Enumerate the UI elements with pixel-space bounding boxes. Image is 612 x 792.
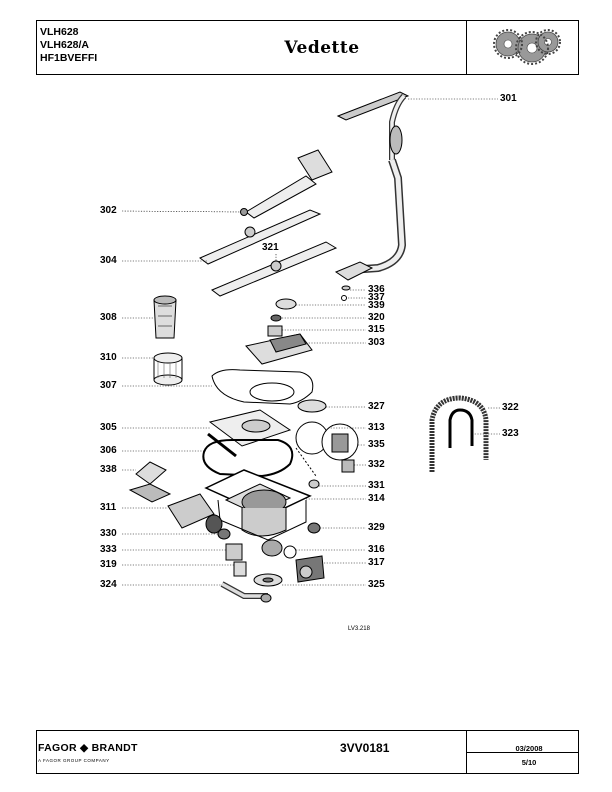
part-308-filter-cup [153,295,177,339]
part-311-heater [167,493,223,534]
part-label-316: 316 [368,544,385,555]
footer-date-divider [466,752,579,753]
part-302-upper-spray-arm [240,149,333,219]
part-label-311: 311 [100,502,117,513]
part-label-307: 307 [100,380,117,391]
part-313-line [295,447,317,477]
company-name: FAGOR ◆ BRANDT [38,742,138,754]
part-338-connector [128,461,172,503]
page-number: 5/10 [521,758,537,767]
part-325 [253,573,283,587]
header-logo-cell [466,20,579,75]
part-327 [297,399,327,413]
part-320 [270,314,282,322]
part-label-308: 308 [100,312,117,323]
part-304-spray-arm [199,209,322,265]
part-337 [341,295,347,301]
part-307-flat-filter [211,369,314,405]
part-label-314: 314 [368,493,385,504]
part-label-302: 302 [100,205,117,216]
part-label-321: 321 [262,242,279,253]
part-333 [225,543,243,561]
part-322-hose [429,395,489,472]
part-336 [341,285,351,291]
part-339 [275,298,297,310]
part-label-337: 337 [368,292,385,303]
model-1: VLH628 [40,26,79,38]
part-label-330: 330 [100,528,117,539]
part-305-sump-cover [207,409,292,458]
part-310-micro-filter [153,352,183,386]
part-label-310: 310 [100,352,117,363]
part-306-gasket [202,439,294,478]
part-label-325: 325 [368,579,385,590]
part-315 [267,325,283,337]
part-314-sump-housing [204,469,312,541]
part-label-327: 327 [368,401,385,412]
part-317-drain-pump [295,555,325,583]
part-label-333: 333 [100,544,117,555]
part-label-303: 303 [368,337,385,348]
part-label-313: 313 [368,422,385,433]
part-label-339: 339 [368,300,385,311]
part-label-306: 306 [100,445,117,456]
part-label-332: 332 [368,459,385,470]
leader-lines [121,98,500,586]
part-label-323: 323 [502,428,519,439]
part-label-317: 317 [368,557,385,568]
part-label-319: 319 [100,559,117,570]
part-332 [341,459,355,473]
model-3: HF1BVEFFI [40,52,98,64]
brand-logo: Vedette [272,38,372,58]
part-label-324: 324 [100,579,117,590]
part-label-305: 305 [100,422,117,433]
part-label-320: 320 [368,312,385,323]
part-label-315: 315 [368,324,385,335]
part-label-304: 304 [100,255,117,266]
part-label-336: 336 [368,284,385,295]
model-list: VLH628 VLH628/A HF1BVEFFI [40,26,97,65]
drawing-reference: LV3.218 [348,626,370,632]
part-324-drain-hose [220,581,272,603]
part-321-spray-arm [211,241,338,297]
part-316 [261,539,297,559]
part-330 [217,528,231,540]
part-label-329: 329 [368,522,385,533]
part-331 [308,479,320,489]
part-301-supply-tube [334,91,410,281]
part-label-338: 338 [100,464,117,475]
document-code: 3VV0181 [340,741,390,755]
part-323-hose [448,408,474,448]
part-319 [233,561,247,577]
part-label-331: 331 [368,480,385,491]
part-335 [321,423,359,461]
model-2: VLH628/A [40,39,90,51]
part-329 [307,522,321,534]
document-date: 03/2008 [515,744,543,753]
brand-name: Vedette [284,38,360,58]
part-label-335: 335 [368,439,385,450]
part-label-301: 301 [500,93,517,104]
part-303-filter-cover [245,333,313,365]
part-label-322: 322 [502,402,519,413]
company-subtitle: A FAGOR GROUP COMPANY [38,758,110,763]
